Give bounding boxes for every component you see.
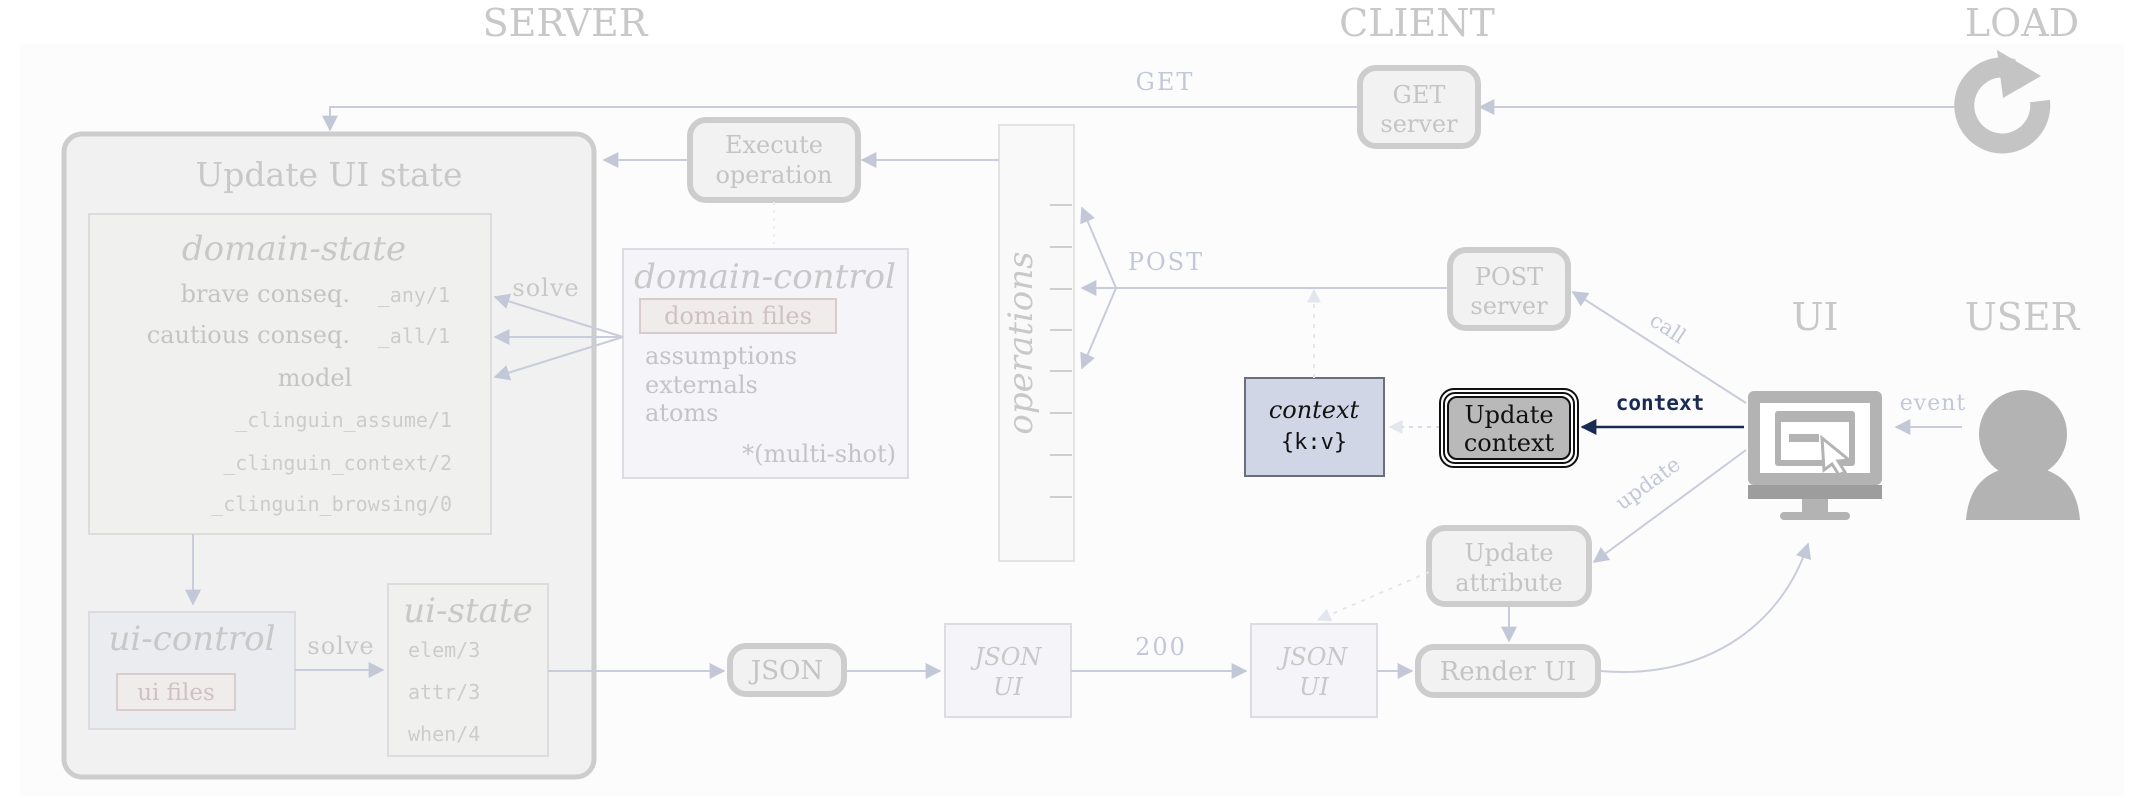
ui-state-when: when/4 (408, 722, 480, 746)
operations-label: operations (1001, 251, 1041, 434)
execute-line2: operation (715, 161, 832, 189)
context-store-box: context {k:v} (1244, 377, 1385, 477)
operations-panel: operations (998, 124, 1075, 562)
edge-monitor-to-update-attribute (1592, 449, 1747, 563)
ui-state-title: ui-state (403, 591, 532, 631)
domain-files-label: domain files (664, 302, 812, 330)
execute-line1: Execute (725, 131, 823, 159)
cautious-conseq-label: cautious conseq. (147, 321, 350, 349)
json-ui-client-line1: JSON (1276, 643, 1349, 671)
execute-operation-box[interactable]: Execute operation (687, 117, 861, 203)
json-ui-client-line2: UI (1299, 673, 1329, 701)
post-server-box[interactable]: POST server (1447, 247, 1571, 331)
get-server-line2: server (1380, 110, 1458, 138)
brave-conseq-label: brave conseq. (181, 280, 350, 308)
edge-render-to-monitor (1599, 542, 1812, 673)
json-ui-server-line2: UI (993, 673, 1023, 701)
column-user-label: USER (1965, 295, 2081, 339)
edge-200-label: 200 (1135, 633, 1187, 661)
domain-state-box: domain-state brave conseq. _any/1 cautio… (88, 213, 492, 535)
ui-control-box: ui-control ui files (88, 611, 296, 730)
domain-control-assumptions: assumptions (645, 342, 797, 370)
post-server-line1: POST (1475, 263, 1543, 291)
context-store-value: {k:v} (1281, 430, 1347, 455)
update-context-line1: Update (1464, 401, 1553, 429)
pred-clinguin-browsing: _clinguin_browsing/0 (211, 492, 452, 516)
edge-solve-brave (493, 293, 624, 338)
json-ui-server-box: JSON UI (944, 623, 1072, 718)
column-server-label: SERVER (483, 1, 649, 45)
monitor-icon[interactable] (1748, 391, 1882, 520)
update-attribute-line2: attribute (1455, 569, 1562, 597)
ui-state-elem: elem/3 (408, 638, 480, 662)
cautious-conseq-pred: _all/1 (378, 324, 450, 348)
domain-state-title: domain-state (182, 229, 406, 269)
render-ui-box[interactable]: Render UI (1415, 644, 1601, 698)
edge-post-fan-up (1080, 206, 1117, 289)
edge-monitor-to-post (1571, 291, 1747, 404)
domain-control-atoms: atoms (645, 399, 718, 427)
get-server-box[interactable]: GET server (1357, 65, 1481, 149)
ui-state-box: ui-state elem/3 attr/3 when/4 (387, 583, 549, 757)
ui-control-title: ui-control (109, 619, 276, 659)
domain-files-chip: domain files (639, 298, 837, 334)
domain-control-externals: externals (645, 371, 758, 399)
pred-clinguin-assume: _clinguin_assume/1 (235, 408, 452, 432)
edge-solve-model (493, 336, 624, 381)
update-ui-state-panel: Update UI state domain-state brave conse… (61, 131, 597, 780)
edge-solve-domain-label: solve (512, 274, 579, 302)
edge-post-label: POST (1128, 248, 1204, 276)
post-server-line2: server (1470, 292, 1548, 320)
domain-control-box: domain-control domain files assumptions … (622, 248, 909, 479)
update-attribute-box[interactable]: Update attribute (1426, 525, 1592, 607)
get-server-line1: GET (1393, 81, 1446, 109)
edge-update-attribute-to-json-ui (1316, 571, 1430, 622)
edge-context-label: context (1616, 391, 1705, 415)
model-label: model (278, 364, 352, 392)
ui-files-label: ui files (137, 680, 215, 706)
column-client-label: CLIENT (1339, 1, 1495, 45)
ui-files-chip: ui files (116, 673, 236, 711)
user-icon (1966, 390, 2080, 520)
edge-get-to-server (322, 106, 1360, 132)
domain-control-multishot: *(multi-shot) (742, 440, 896, 468)
pred-clinguin-context: _clinguin_context/2 (223, 451, 452, 475)
edge-get-label: GET (1136, 68, 1195, 96)
update-context-box[interactable]: Update context (1439, 388, 1579, 468)
edge-solve-ui-label: solve (307, 632, 374, 660)
json-box[interactable]: JSON (727, 643, 847, 697)
reload-icon[interactable] (1954, 50, 2051, 154)
update-ui-state-title: Update UI state (195, 155, 462, 194)
json-ui-client-box: JSON UI (1250, 623, 1378, 718)
json-label: JSON (748, 656, 823, 686)
update-attribute-line1: Update (1464, 539, 1553, 567)
json-ui-server-line1: JSON (970, 643, 1043, 671)
update-context-line2: context (1464, 429, 1555, 457)
column-load-label: LOAD (1965, 1, 2079, 45)
ui-state-attr: attr/3 (408, 680, 480, 704)
context-store-title: context (1269, 396, 1360, 424)
domain-control-title: domain-control (634, 257, 896, 297)
brave-conseq-pred: _any/1 (378, 283, 450, 307)
edge-event-label: event (1900, 391, 1966, 416)
column-ui-label: UI (1791, 295, 1838, 339)
edge-post-fan-down (1080, 287, 1117, 370)
render-ui-label: Render UI (1440, 657, 1577, 687)
